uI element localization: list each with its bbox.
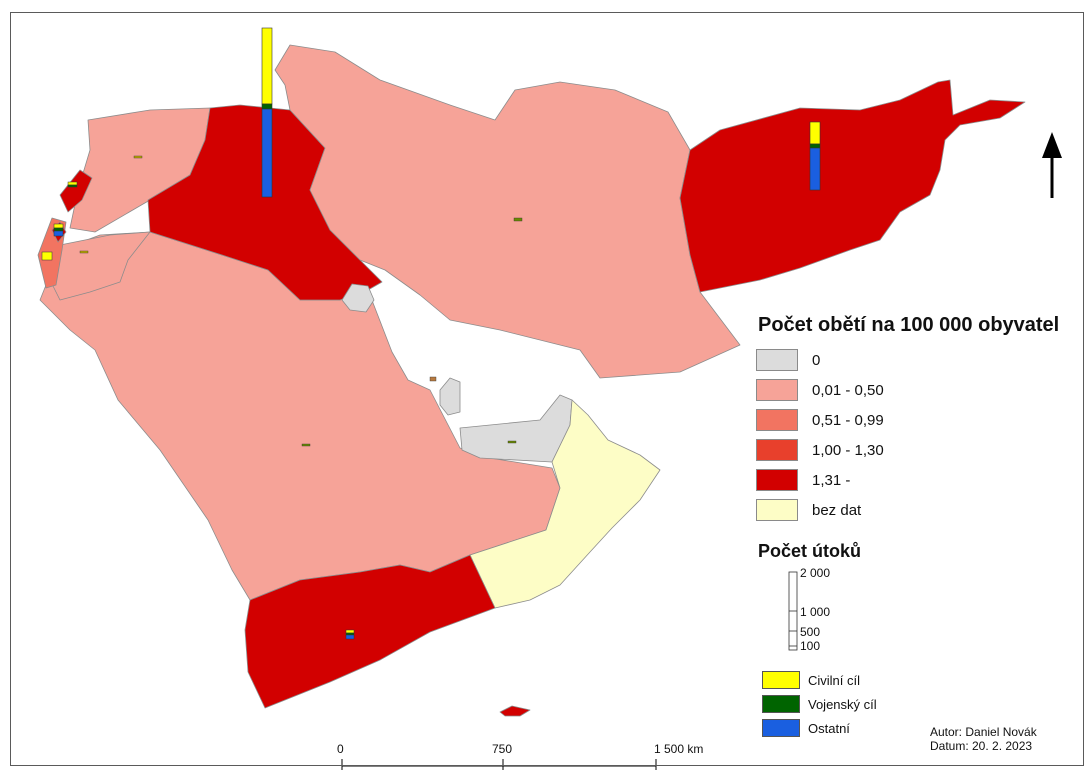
legend-swatch [762, 695, 800, 713]
legend-swatch [756, 349, 798, 371]
victims-legend-row: 0,51 - 0,99 [756, 409, 884, 431]
legend-label: Vojenský cíl [808, 696, 877, 712]
attack-bar-small [79, 155, 523, 447]
legend-swatch [756, 409, 798, 431]
region-socotra [499, 705, 531, 717]
legend-swatch [762, 671, 800, 689]
target-legend-row: Civilní cíl [762, 671, 860, 689]
scale-bar [341, 759, 657, 770]
attack-bar-yemen [345, 629, 355, 640]
scale-label: 1 500 km [654, 742, 704, 756]
credits-date: Datum: 20. 2. 2023 [930, 739, 1033, 753]
region-yemen [244, 554, 496, 709]
legend-label: 0,51 - 0,99 [812, 411, 884, 429]
legend-label: Ostatní [808, 720, 850, 736]
legend-swatch [756, 499, 798, 521]
region-iran [274, 44, 741, 379]
legend-swatch [756, 379, 798, 401]
target-legend-row: Ostatní [762, 719, 850, 737]
legend-label: Civilní cíl [808, 672, 861, 688]
credits: Autor: Daniel Novák Datum: 20. 2. 2023 [930, 725, 1037, 753]
attack-bar-lebanon [67, 181, 78, 188]
north-arrow-icon [1042, 132, 1062, 198]
legend-label: 0,01 - 0,50 [812, 381, 884, 399]
target-legend-row: Vojenský cíl [762, 695, 877, 713]
victims-legend-row: 1,31 - [756, 469, 850, 491]
attack-tick-label: 500 [800, 625, 821, 639]
map-frame [10, 12, 1084, 766]
attack-tick-label: 100 [800, 639, 821, 653]
legend-label: 0 [812, 351, 821, 369]
legend-swatch [756, 439, 798, 461]
region-kuwait [341, 283, 375, 313]
credits-author: Autor: Daniel Novák [930, 725, 1037, 739]
region-afghanistan [679, 79, 1026, 293]
region-qatar [439, 377, 461, 416]
attacks-legend-title: Počet útoků [758, 541, 862, 561]
attack-bar-afghanistan [809, 121, 821, 191]
region-jordan [49, 231, 151, 301]
victims-legend-row: 0,01 - 0,50 [756, 379, 884, 401]
scale-label: 750 [492, 742, 513, 756]
legend-swatch [756, 469, 798, 491]
attack-bar-egypt-border [41, 251, 53, 261]
scale-label: 0 [337, 742, 344, 756]
attack-scale-symbol [788, 571, 798, 651]
attack-tick-label: 2 000 [800, 566, 831, 580]
attack-bar-iraq [261, 27, 273, 198]
victims-legend-row: 1,00 - 1,30 [756, 439, 884, 461]
attack-bar-israel [53, 223, 64, 237]
legend-swatch [762, 719, 800, 737]
legend-label: 1,31 - [812, 471, 851, 489]
region-lebanon [59, 169, 93, 213]
victims-legend-title: Počet obětí na 100 000 obyvatel [758, 314, 1060, 336]
legend-label: bez dat [812, 501, 862, 519]
attack-tick-label: 1 000 [800, 605, 831, 619]
victims-legend-row: 0 [756, 349, 820, 371]
victims-legend-row: bez dat [756, 499, 861, 521]
region-oman [469, 399, 661, 609]
legend-label: 1,00 - 1,30 [812, 441, 884, 459]
